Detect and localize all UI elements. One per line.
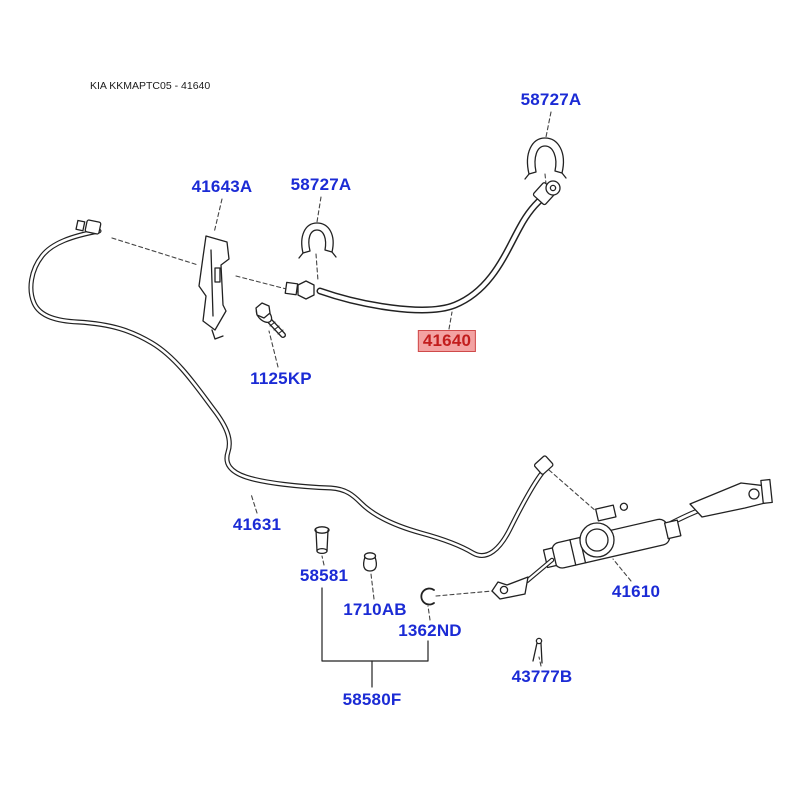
cotter-pin-43777b xyxy=(532,637,543,664)
kit-group-lines xyxy=(321,587,429,688)
retainer-clip-top-icon xyxy=(524,137,567,180)
part-label-58580f[interactable]: 58580F xyxy=(342,690,402,709)
part-label-41631[interactable]: 41631 xyxy=(232,515,282,534)
retainer-clip-mid-icon xyxy=(298,222,337,259)
part-label-58727a-mid[interactable]: 58727A xyxy=(290,175,352,194)
damper-grommet-1710ab xyxy=(363,552,377,572)
part-label-41640-highlighted[interactable]: 41640 xyxy=(417,330,477,352)
clevis-pin-58581 xyxy=(314,526,330,555)
clutch-master-cylinder-41610 xyxy=(491,478,773,600)
diagram-code: KIA KKMAPTC05 - 41640 xyxy=(90,80,211,92)
part-label-58727a-top[interactable]: 58727A xyxy=(520,90,582,109)
flange-bolt-1125kp xyxy=(255,302,286,338)
part-label-1710ab[interactable]: 1710AB xyxy=(343,600,407,619)
part-label-1362nd[interactable]: 1362ND xyxy=(398,621,462,640)
snap-ring-1362nd xyxy=(420,587,435,606)
part-label-1125kp[interactable]: 1125KP xyxy=(250,369,312,388)
part-label-41643a[interactable]: 41643A xyxy=(191,177,253,196)
part-label-41610[interactable]: 41610 xyxy=(611,582,661,601)
mounting-bracket-41643a xyxy=(198,235,230,340)
part-label-43777b[interactable]: 43777B xyxy=(511,667,573,686)
part-label-58581[interactable]: 58581 xyxy=(299,566,349,585)
clutch-hose-41640 xyxy=(284,180,561,314)
clutch-pipe-41631 xyxy=(28,219,554,558)
